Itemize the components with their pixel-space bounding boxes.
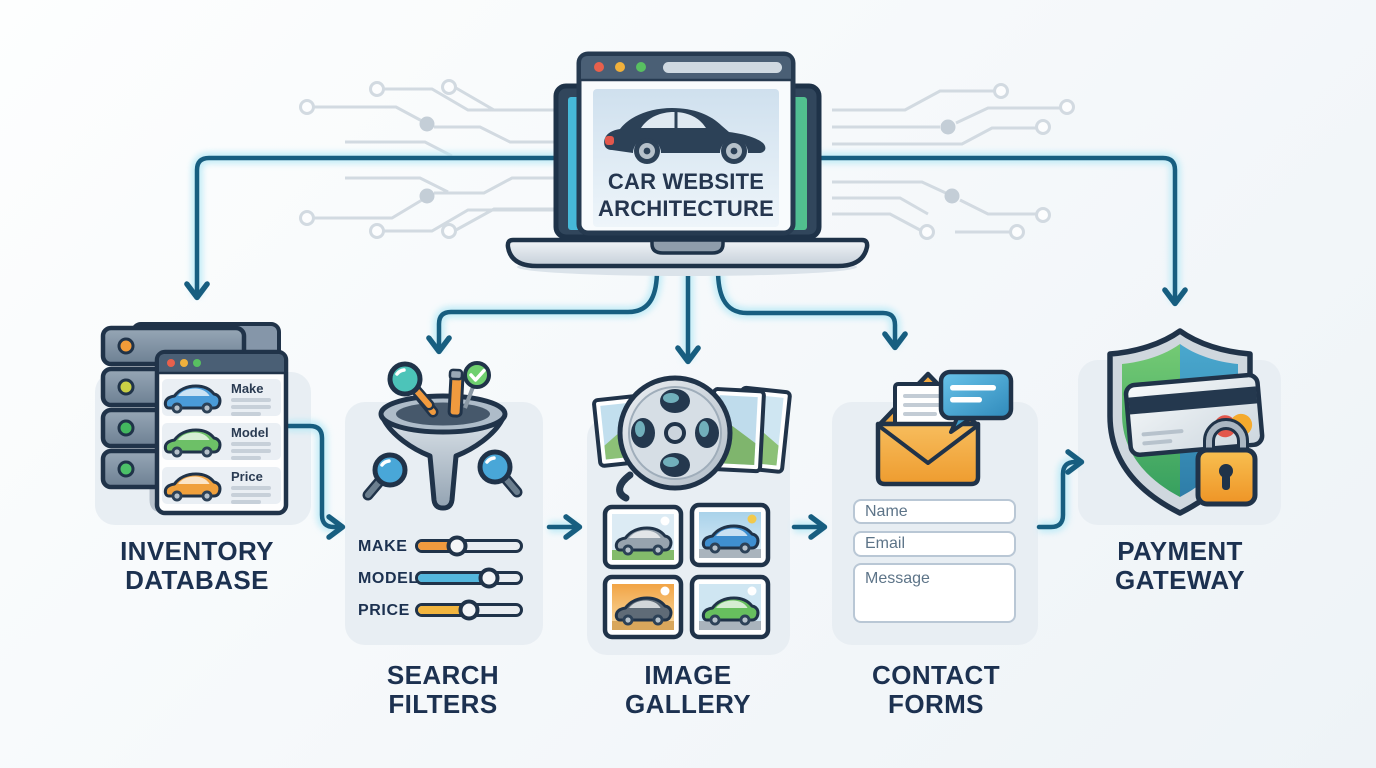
price-slider-fill	[418, 606, 469, 614]
car-icon	[604, 108, 766, 164]
film-reel-icon	[616, 375, 733, 502]
placeholder-line	[231, 405, 271, 409]
email-field[interactable]: Email	[853, 531, 1016, 557]
browser-window	[576, 51, 796, 236]
inventory-database-label: INVENTORY DATABASE	[120, 536, 274, 596]
circuit-pattern-right	[832, 83, 1075, 240]
address-bar[interactable]	[663, 62, 782, 73]
magnifier-left-icon	[362, 452, 408, 501]
placeholder-line	[231, 442, 271, 446]
placeholder-line	[231, 449, 271, 453]
model-slider-fill	[418, 574, 490, 582]
make-slider-fill	[418, 542, 457, 550]
connector-contact-to-payment	[1036, 449, 1085, 530]
message-placeholder: Message	[865, 570, 930, 587]
thumbnail-sunset-sedan[interactable]	[602, 574, 684, 640]
circuit-pattern-left	[299, 79, 556, 239]
connector-to-payment	[815, 155, 1188, 307]
image-gallery-label: IMAGE GALLERY	[624, 660, 752, 720]
payment-gateway-label: PAYMENT GATEWAY	[1115, 536, 1245, 596]
message-field[interactable]: Message	[853, 563, 1016, 623]
make-slider-knob[interactable]	[446, 535, 468, 557]
thumbnail-blue-sedan[interactable]	[689, 502, 771, 568]
model-slider[interactable]	[415, 567, 523, 589]
thumbnail-gray-suv[interactable]	[602, 504, 684, 570]
contact-forms-label: CONTACT FORMS	[872, 660, 1000, 720]
record-field-model: Model	[231, 425, 269, 440]
padlock-icon	[1195, 418, 1258, 507]
photo-thumbnails	[602, 502, 771, 640]
email-placeholder: Email	[865, 535, 906, 552]
laptop-notch	[650, 238, 725, 255]
price-slider-label: PRICE	[358, 602, 410, 619]
speech-bubble-icon	[938, 369, 1014, 434]
price-slider[interactable]	[415, 599, 523, 621]
search-filters-label: SEARCH FILTERS	[386, 660, 500, 720]
record-field-price: Price	[231, 469, 263, 484]
connector-to-search	[426, 267, 660, 355]
record-field-make: Make	[231, 381, 264, 396]
name-placeholder: Name	[865, 502, 908, 520]
checkmark-icon	[463, 361, 491, 409]
placeholder-line	[231, 493, 271, 497]
funnel-icon	[378, 368, 508, 511]
connector-lines	[184, 155, 1188, 540]
model-slider-label: MODEL	[358, 570, 419, 587]
name-field[interactable]: Name	[853, 499, 1016, 524]
connector-to-contact	[715, 267, 908, 351]
placeholder-line	[231, 456, 261, 460]
magnifier-teal-icon	[387, 361, 435, 411]
magnifier-right-icon	[477, 449, 523, 498]
make-slider-label: MAKE	[358, 538, 408, 555]
placeholder-line	[231, 486, 271, 490]
browser-dot-yellow	[615, 62, 625, 72]
diagram-title: CAR WEBSITE ARCHITECTURE	[598, 169, 774, 221]
thumbnail-green-suv[interactable]	[689, 574, 771, 640]
browser-dot-red	[594, 62, 604, 72]
price-slider-knob[interactable]	[458, 599, 480, 621]
placeholder-line	[231, 412, 261, 416]
connector-inventory-to-search	[283, 423, 346, 540]
envelope-icon	[875, 371, 981, 487]
browser-dot-green	[636, 62, 646, 72]
connector-to-inventory	[184, 155, 561, 301]
placeholder-line	[231, 398, 271, 402]
model-slider-knob[interactable]	[478, 567, 500, 589]
placeholder-line	[231, 500, 261, 504]
make-slider[interactable]	[415, 535, 523, 557]
